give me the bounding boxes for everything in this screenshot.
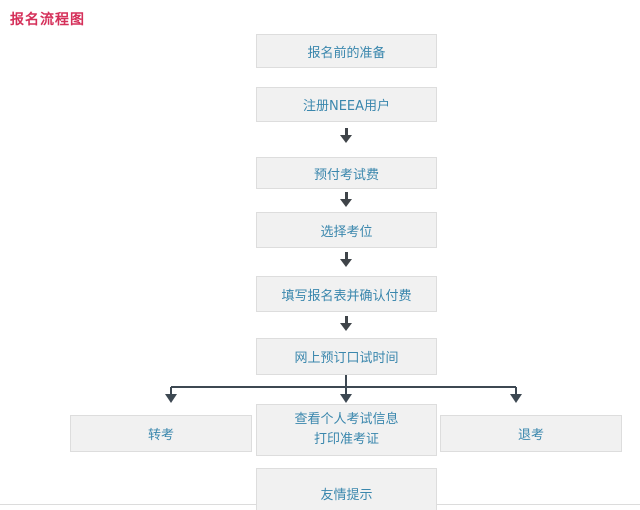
arrow-down-icon — [339, 192, 353, 207]
flow-step-transfer-exam[interactable]: 转考 — [70, 415, 252, 452]
print-admission-ticket-label: 打印准考证 — [313, 432, 379, 447]
flow-step-preparation[interactable]: 报名前的准备 — [256, 34, 437, 68]
flow-step-select-seat[interactable]: 选择考位 — [256, 212, 437, 248]
arrow-down-icon — [339, 316, 353, 331]
flow-step-fill-form-confirm-payment[interactable]: 填写报名表并确认付费 — [256, 276, 437, 312]
page-title: 报名流程图 — [10, 12, 85, 28]
arrow-down-icon — [339, 252, 353, 267]
arrow-down-icon — [339, 128, 353, 143]
flow-step-friendly-reminder[interactable]: 友情提示 — [256, 468, 437, 510]
flow-step-view-info-print-ticket[interactable]: 查看个人考试信息 打印准考证 — [256, 404, 437, 456]
branch-connector — [165, 375, 522, 403]
flow-step-register-neea[interactable]: 注册NEEA用户 — [256, 87, 437, 122]
flow-step-book-oral-exam-time[interactable]: 网上预订口试时间 — [256, 338, 437, 375]
flow-step-prepay-fee[interactable]: 预付考试费 — [256, 157, 437, 189]
flow-step-withdraw-exam[interactable]: 退考 — [440, 415, 622, 452]
view-exam-info-label: 查看个人考试信息 — [294, 412, 399, 427]
